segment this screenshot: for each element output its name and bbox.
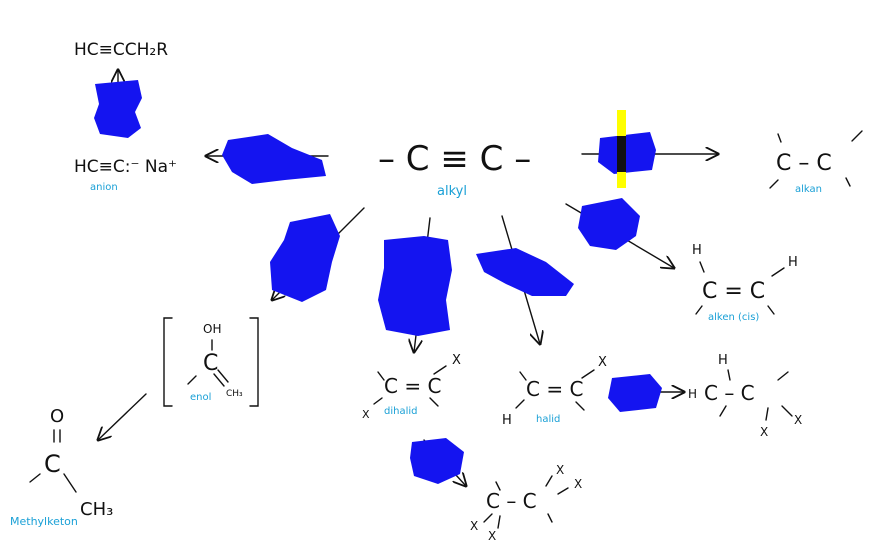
alkan-formula: C – C [776, 151, 832, 176]
haloalkane-h-left: H [688, 387, 697, 401]
redaction-scribble [270, 214, 340, 302]
bond-line [433, 365, 447, 375]
halid-h: H [502, 413, 512, 428]
bond-line [777, 371, 789, 381]
ketone-o: O [50, 406, 64, 427]
alken-h-left: H [692, 243, 702, 258]
redaction-scribble [94, 80, 142, 138]
bond-line [373, 397, 383, 405]
bond-line [695, 305, 703, 315]
haloalkane-formula: C – C [704, 381, 755, 405]
alken-label: alken (cis) [708, 312, 759, 323]
bracket-left [163, 317, 173, 407]
bond-line [519, 371, 527, 381]
redaction-scribble [608, 374, 662, 412]
tetrahalide-x3: X [470, 519, 478, 533]
halid-formula: C = C [526, 377, 583, 401]
bond-line [557, 487, 569, 495]
bond-line [699, 261, 705, 273]
highlight-mark [617, 136, 626, 172]
haloalkane-x-bottom: X [760, 425, 768, 439]
ketone-ch3: CH₃ [80, 499, 113, 520]
redaction-scribble [410, 438, 464, 484]
haloalkane-x-right: X [794, 413, 802, 427]
redaction-scribble [598, 132, 656, 174]
center-formula: – C ≡ C – [378, 139, 531, 179]
bond-line [495, 481, 501, 491]
bond-line [515, 399, 525, 409]
arrow-to-ketone [98, 393, 147, 440]
bond-line [765, 407, 769, 421]
bond-line [719, 405, 727, 417]
redaction-scribble [222, 134, 326, 184]
bond-line [63, 473, 77, 493]
dihalid-x-left: X [362, 408, 370, 421]
halid-x-right: X [598, 355, 607, 370]
bond-line [581, 369, 595, 379]
bond-line [845, 177, 851, 187]
bond-line [781, 405, 793, 417]
anion-label: anion [90, 182, 118, 193]
bond-line [851, 130, 863, 142]
bond-line [545, 475, 553, 487]
bond-line [213, 373, 225, 387]
bond-line [771, 267, 785, 277]
bond-line [377, 371, 385, 381]
halid-label: halid [536, 414, 560, 425]
dihalid-label: dihalid [384, 406, 418, 417]
tetrahalide-x2: X [574, 477, 582, 491]
tetrahalide-x1: X [556, 463, 564, 477]
bracket-right [249, 317, 259, 407]
haloalkane-h-top: H [718, 353, 728, 368]
enol-label: enol [190, 392, 211, 403]
alken-formula: C = C [702, 279, 765, 304]
tetrahalide-x4: X [488, 529, 496, 543]
anion-formula: HC≡C:⁻ Na⁺ [74, 157, 177, 177]
bond-line [727, 369, 731, 381]
enol-ch3: CH₃ [226, 389, 243, 399]
dihalid-x-right: X [452, 353, 461, 368]
redaction-scribble [378, 236, 452, 336]
bond-line [217, 369, 229, 383]
bond-line [187, 375, 197, 385]
bond-line [769, 179, 779, 189]
redaction-scribble [578, 198, 640, 250]
enol-c: C [203, 351, 218, 376]
bond-line [29, 473, 41, 483]
dihalid-formula: C = C [384, 374, 441, 398]
bond-line [547, 513, 553, 523]
bond-line [429, 397, 439, 407]
bond-line [777, 133, 782, 143]
center-label: alkyl [437, 184, 467, 199]
bond-line [575, 401, 585, 411]
bond-line [497, 515, 501, 529]
enol-oh: OH [203, 322, 221, 336]
ketone-c: C [44, 450, 61, 478]
bond-line [767, 305, 775, 315]
tetrahalide-formula: C – C [486, 489, 537, 513]
alken-h-right: H [788, 255, 798, 270]
ketone-label: Methylketon [10, 515, 78, 528]
alkan-label: alkan [795, 184, 822, 195]
bond-line [483, 513, 493, 523]
top-left-formula: HC≡CCH₂R [74, 40, 168, 60]
redaction-scribble [476, 248, 574, 296]
